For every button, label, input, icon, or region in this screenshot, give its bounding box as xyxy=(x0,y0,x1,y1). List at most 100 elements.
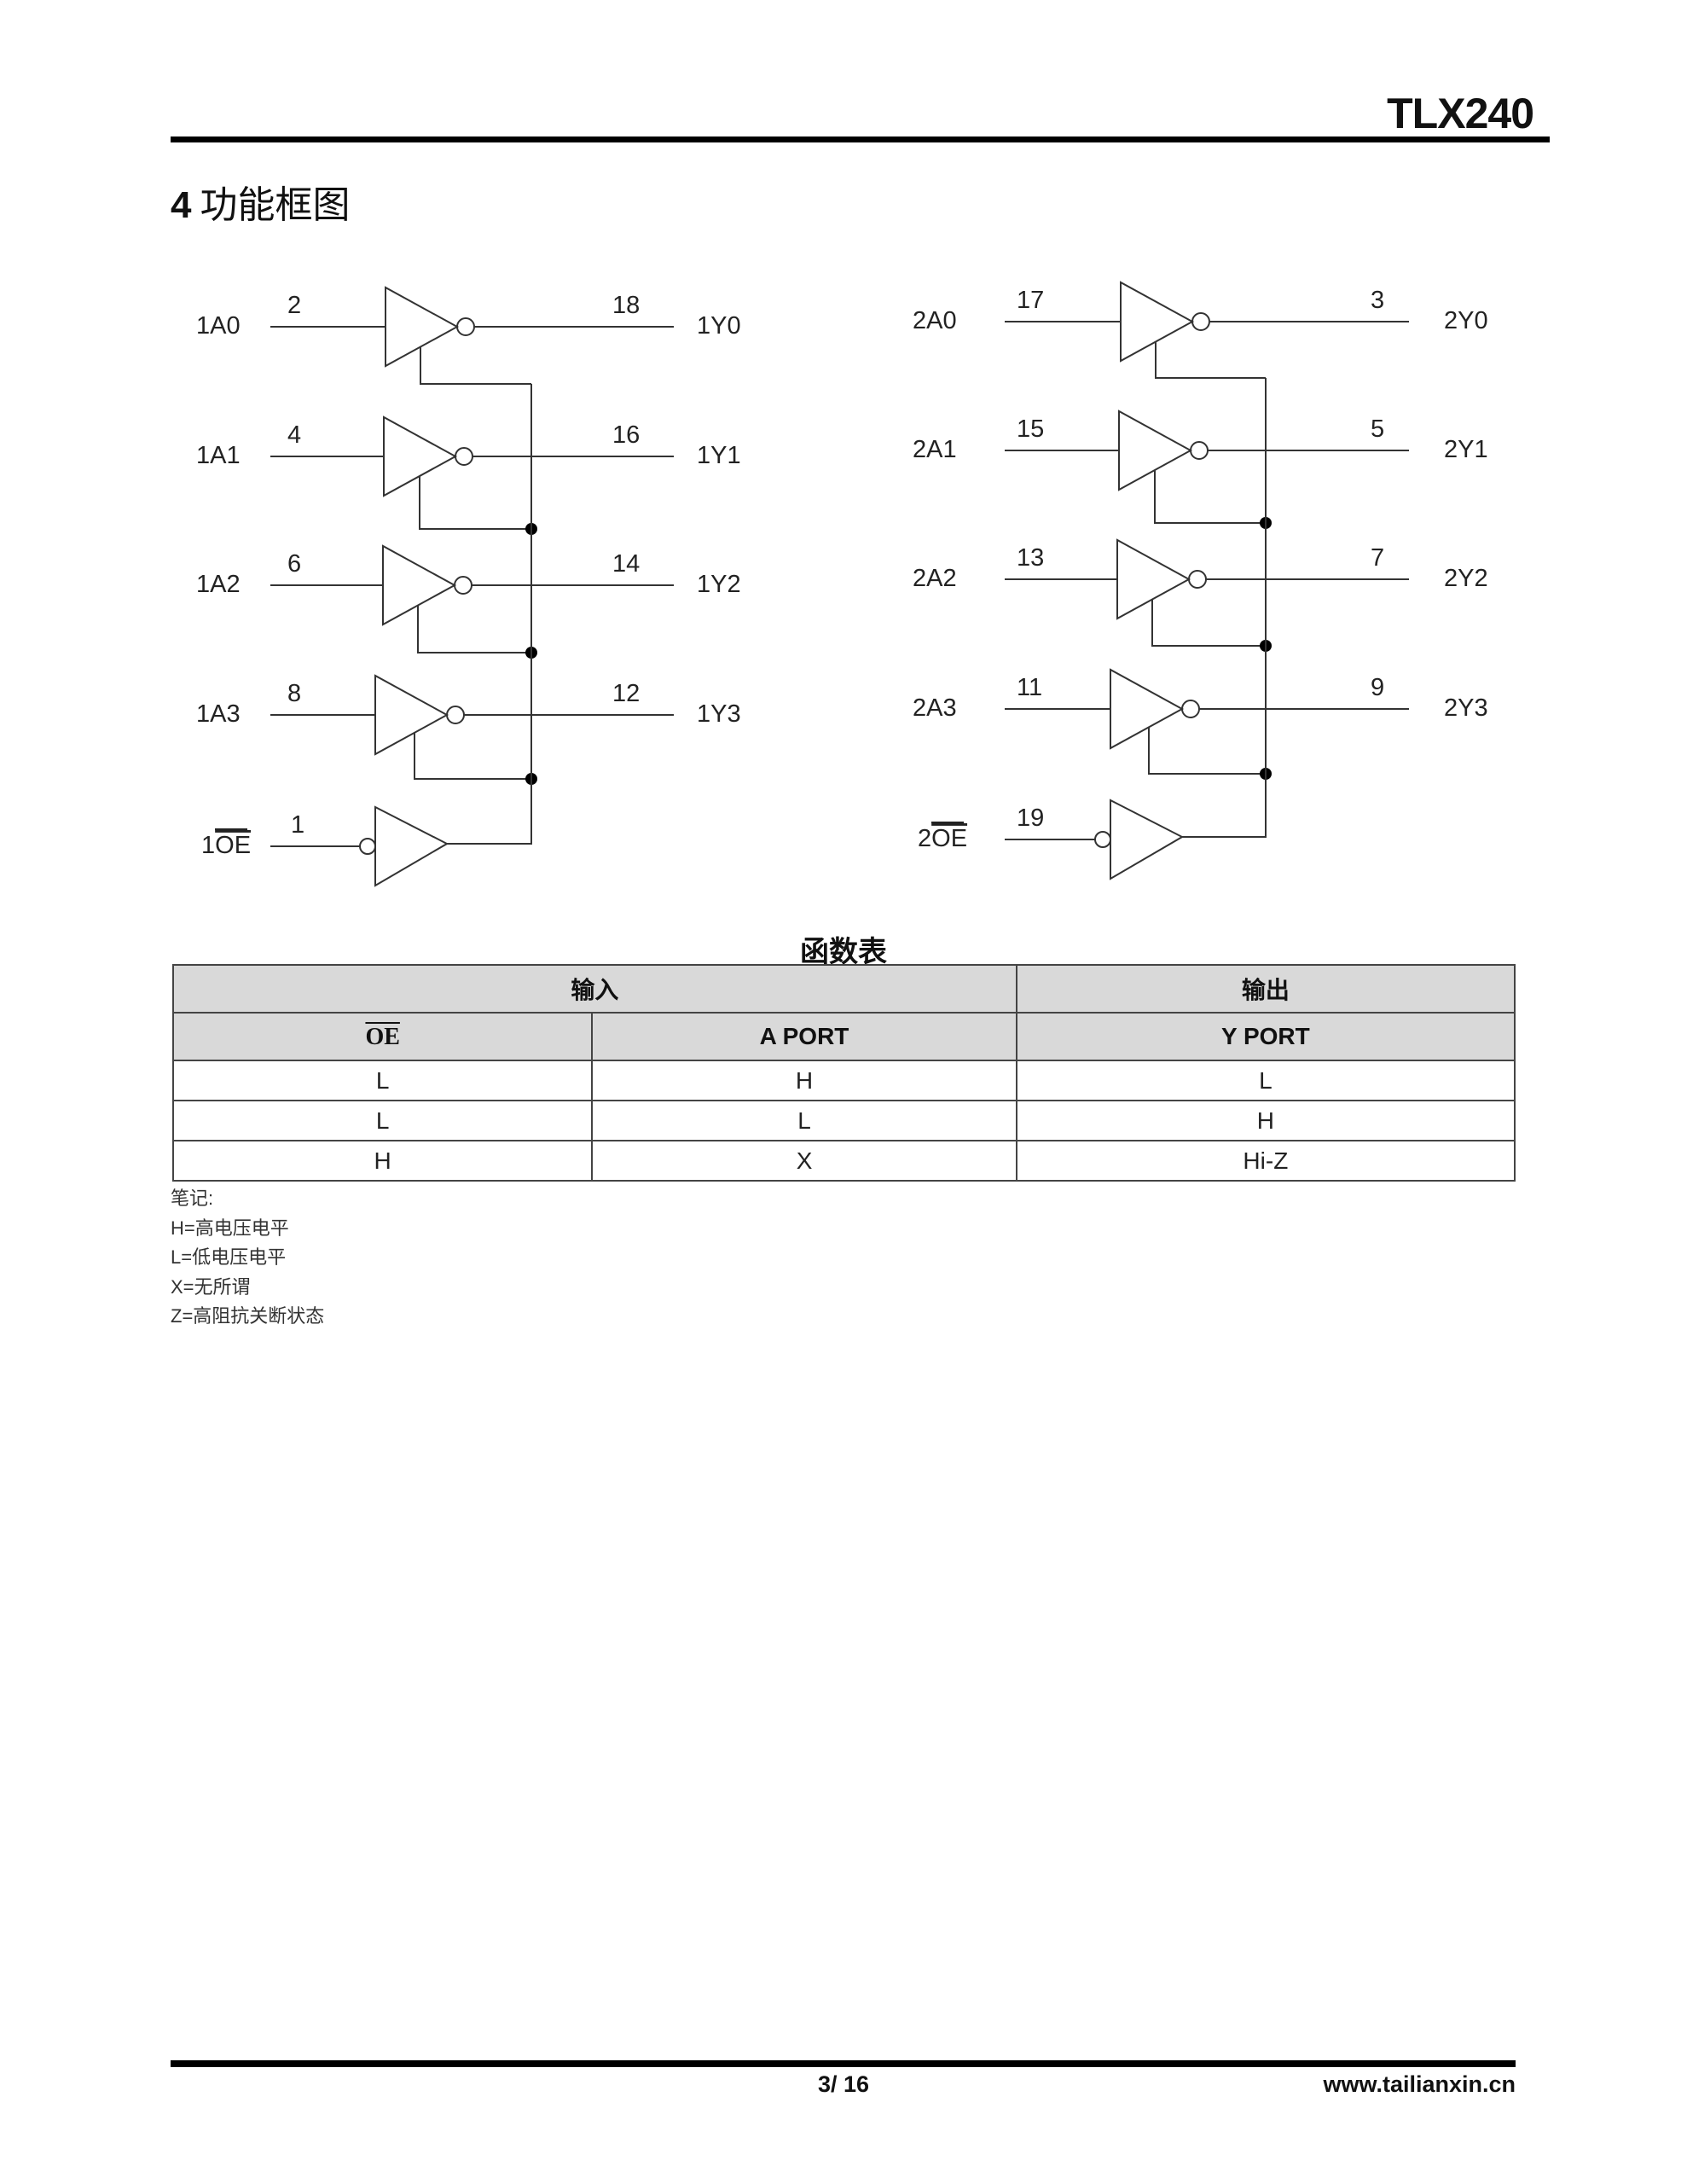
outputs-group-header: 输出 xyxy=(1015,964,1516,1014)
function-table: 输入 输出 OE A PORT Y PORT L H L L L H H X H… xyxy=(171,964,1516,1182)
output-signal-label: 2Y2 xyxy=(1444,565,1488,592)
cell-a-port: X xyxy=(591,1140,1017,1182)
document-part-number: TLX240 xyxy=(1387,90,1534,137)
inputs-group-header: 输入 xyxy=(172,964,1017,1014)
enable-buffer-icon xyxy=(374,805,449,887)
website-url: www.tailianxin.cn xyxy=(1323,2071,1516,2097)
enable-inversion-bubble-icon xyxy=(359,838,376,855)
cell-oe: H xyxy=(171,1140,594,1182)
input-signal-label: 1A2 xyxy=(196,571,241,598)
input-pin-number: 17 xyxy=(1017,287,1044,314)
column-header-y-port: Y PORT xyxy=(1015,1012,1516,1061)
table-notes: 笔记: H=高电压电平 L=低电压电平 X=无所谓 Z=高阻抗关断状态 xyxy=(171,1184,324,1332)
output-signal-label: 2Y1 xyxy=(1444,436,1488,463)
enable-buffer-icon xyxy=(1110,799,1185,880)
section-number: 4 xyxy=(171,184,192,226)
enable-wire xyxy=(1154,470,1266,524)
output-signal-label: 1Y0 xyxy=(697,312,741,340)
output-signal-label: 1Y3 xyxy=(697,700,741,728)
inversion-bubble-icon xyxy=(1191,312,1210,331)
inversion-bubble-icon xyxy=(454,576,472,595)
table-row: L L H xyxy=(171,1100,1516,1141)
enable-wire xyxy=(417,605,531,653)
enable-label-overbar: OE xyxy=(931,825,967,852)
output-pin-number: 14 xyxy=(612,550,640,578)
input-signal-label: 2A3 xyxy=(913,694,957,722)
output-signal-label: 2Y3 xyxy=(1444,694,1488,722)
inverting-buffer-icon xyxy=(382,544,457,626)
inversion-bubble-icon xyxy=(446,706,465,724)
enable-wire xyxy=(414,732,531,780)
note-item: Z=高阻抗关断状态 xyxy=(171,1305,325,1327)
cell-y-port: L xyxy=(1015,1060,1516,1101)
output-pin-number: 18 xyxy=(612,292,640,319)
output-signal-label: 1Y1 xyxy=(697,442,741,469)
input-signal-label: 1A3 xyxy=(196,700,241,728)
output-signal-label: 2Y0 xyxy=(1444,307,1488,334)
oe-overbar-label: OE xyxy=(365,1023,400,1050)
inversion-bubble-icon xyxy=(1181,700,1200,718)
output-pin-number: 7 xyxy=(1371,544,1384,572)
enable-label-prefix: 1 xyxy=(201,832,215,859)
cell-y-port: Hi-Z xyxy=(1015,1140,1516,1182)
input-pin-number: 13 xyxy=(1017,544,1044,572)
column-header-a-port: A PORT xyxy=(591,1012,1017,1061)
enable-label-overbar: OE xyxy=(215,832,251,859)
output-pin-number: 5 xyxy=(1371,415,1384,443)
cell-y-port: H xyxy=(1015,1100,1516,1141)
output-signal-label: 1Y2 xyxy=(697,571,741,598)
input-pin-number: 8 xyxy=(287,680,301,707)
inverting-buffer-icon xyxy=(385,286,460,368)
enable-inversion-bubble-icon xyxy=(1094,831,1111,848)
inverting-buffer-icon xyxy=(1116,538,1191,620)
enable-wire xyxy=(1151,599,1266,647)
input-signal-label: 2A0 xyxy=(913,307,957,334)
inversion-bubble-icon xyxy=(455,447,473,466)
function-table-title: 函数表 xyxy=(800,936,887,968)
enable-wire xyxy=(420,346,531,385)
enable-wire xyxy=(1148,727,1266,775)
note-item: H=高电压电平 xyxy=(171,1217,289,1239)
note-item: L=低电压电平 xyxy=(171,1246,287,1268)
output-pin-number: 12 xyxy=(612,680,640,707)
cell-oe: L xyxy=(171,1100,594,1141)
enable-pin-number: 19 xyxy=(1017,804,1044,832)
input-pin-number: 15 xyxy=(1017,415,1044,443)
table-group-header-row: 输入 输出 xyxy=(172,964,1516,1014)
inversion-bubble-icon xyxy=(1190,441,1209,460)
input-signal-label: 1A1 xyxy=(196,442,241,469)
inverting-buffer-icon xyxy=(1110,668,1185,750)
input-pin-number: 6 xyxy=(287,550,301,578)
page-number: 3/ 16 xyxy=(817,2071,870,2097)
cell-a-port: L xyxy=(591,1100,1017,1141)
input-signal-label: 2A2 xyxy=(913,565,957,592)
input-pin-number: 4 xyxy=(287,421,301,449)
enable-wire xyxy=(1155,341,1266,379)
enable-label-prefix: 2 xyxy=(918,825,931,852)
inversion-bubble-icon xyxy=(456,317,475,336)
section-title-text: 功能框图 xyxy=(200,184,351,226)
output-pin-number: 16 xyxy=(612,421,640,449)
inverting-buffer-icon xyxy=(1120,281,1195,363)
output-pin-number: 3 xyxy=(1371,287,1384,314)
table-row: H X Hi-Z xyxy=(171,1140,1516,1182)
enable-pin-number: 1 xyxy=(291,811,304,839)
inverting-buffer-icon xyxy=(374,674,449,756)
inversion-bubble-icon xyxy=(1188,570,1207,589)
input-signal-label: 2A1 xyxy=(913,436,957,463)
enable-bus-wire xyxy=(447,384,532,845)
table-row: L H L xyxy=(171,1060,1516,1101)
table-column-header-row: OE A PORT Y PORT xyxy=(171,1012,1516,1061)
input-pin-number: 11 xyxy=(1017,674,1042,701)
output-pin-number: 9 xyxy=(1371,674,1384,701)
notes-heading: 笔记: xyxy=(171,1188,214,1209)
enable-signal-label: 2OE xyxy=(918,825,967,852)
cell-oe: L xyxy=(171,1060,594,1101)
input-pin-number: 2 xyxy=(287,292,301,319)
input-signal-label: 1A0 xyxy=(196,312,241,340)
footer-rule xyxy=(171,2060,1516,2067)
note-item: X=无所谓 xyxy=(171,1275,251,1298)
column-header-oe: OE xyxy=(171,1012,594,1061)
cell-a-port: H xyxy=(591,1060,1017,1101)
